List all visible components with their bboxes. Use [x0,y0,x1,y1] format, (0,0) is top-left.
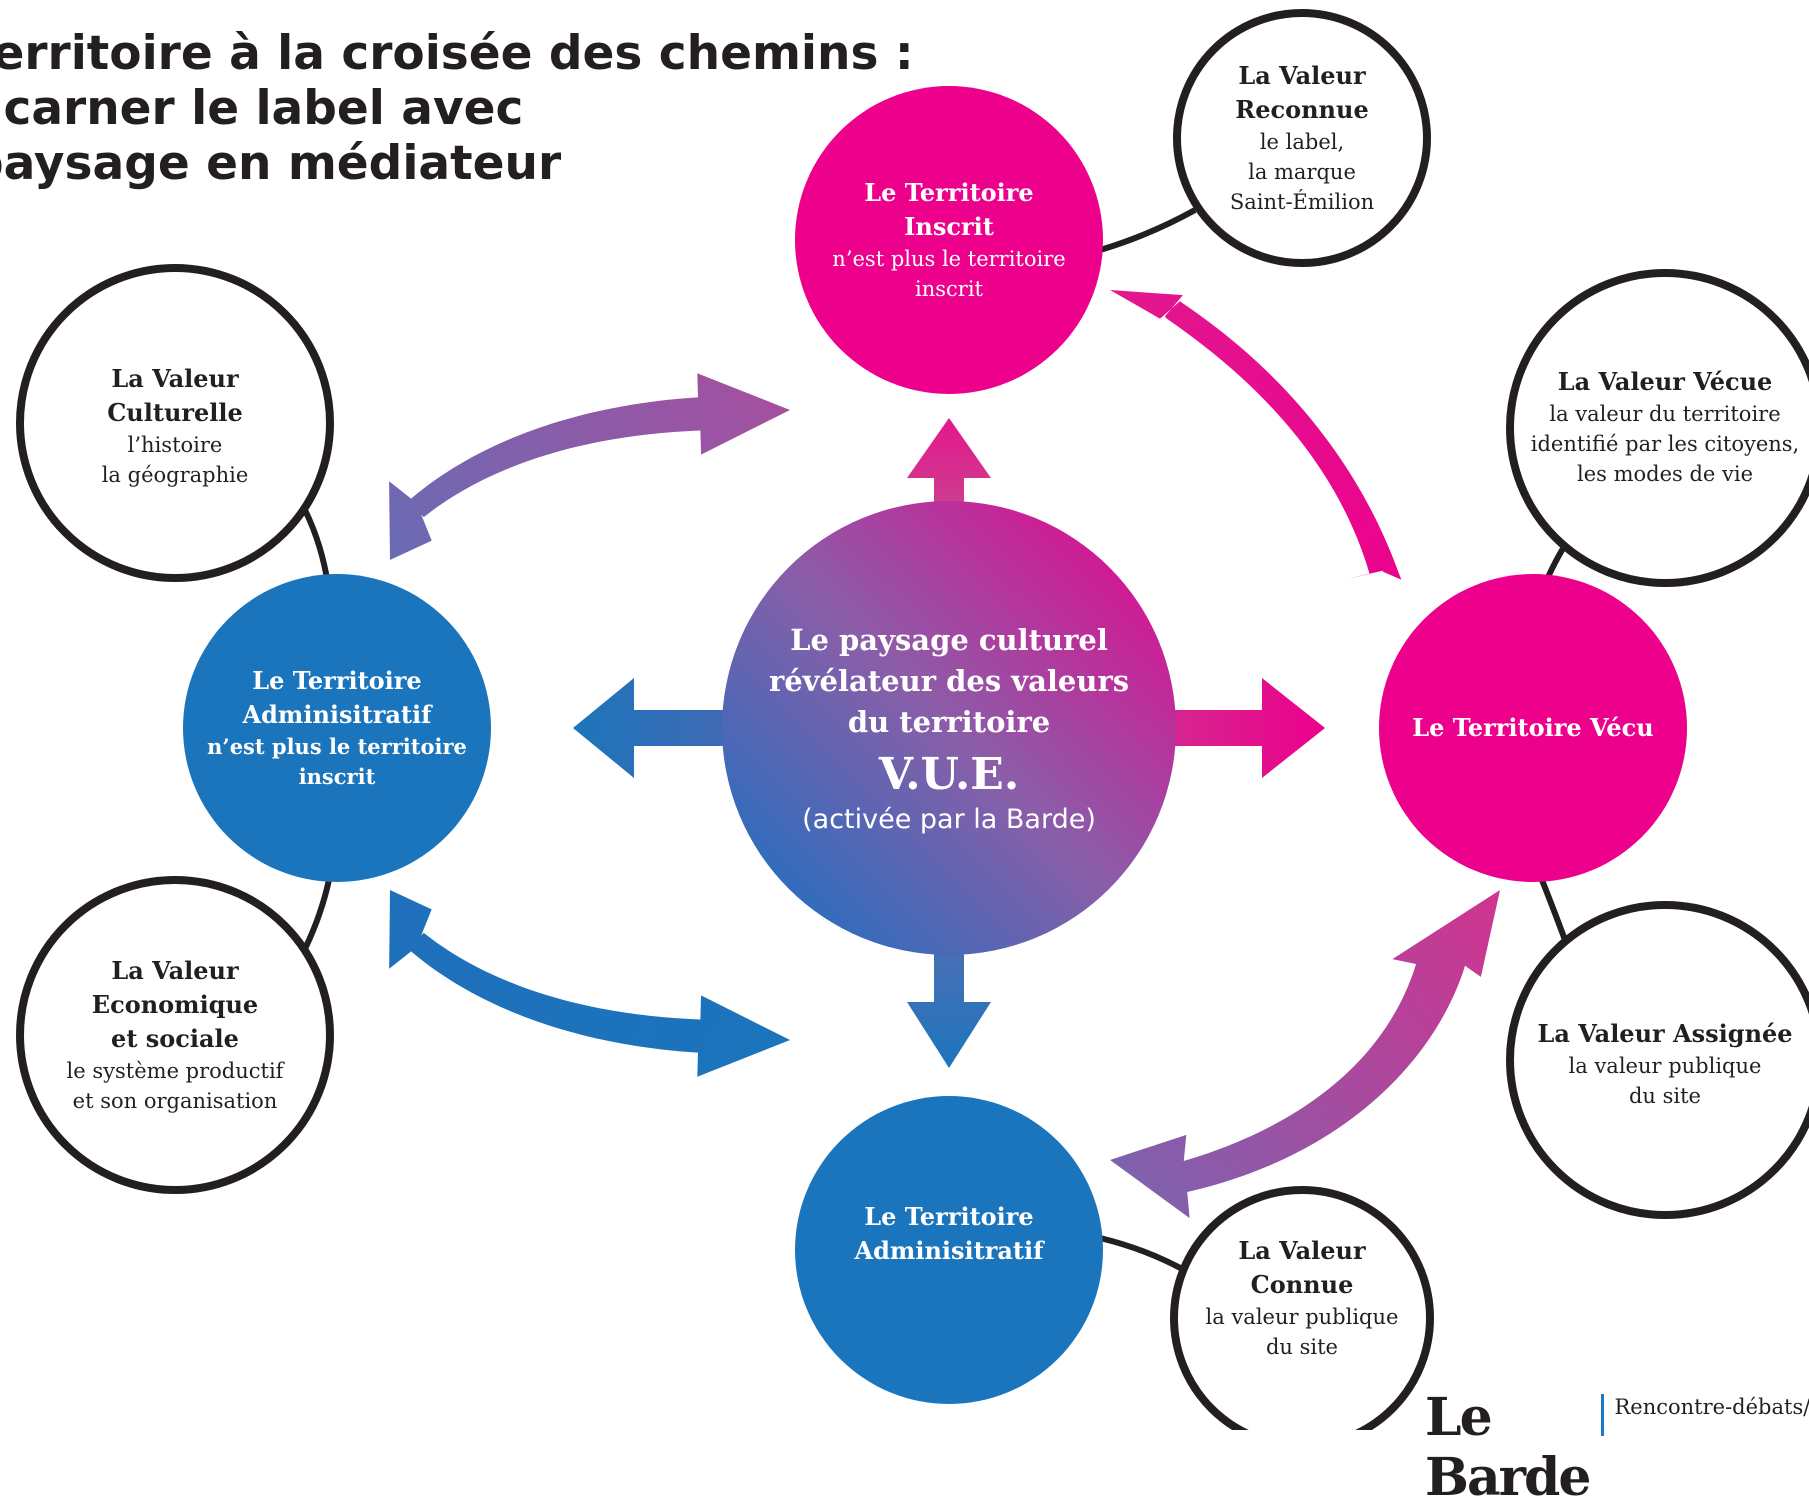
connector-reconnue [1099,207,1197,253]
arrow-right [1170,678,1325,778]
node-territoire-inscrit: Le Territoire Inscrit n’est plus le terr… [795,86,1103,394]
node-valeur-vecue: La Valeur Vécue la valeur du territoire … [1500,273,1809,583]
economique-title-1: La Valeur [111,956,239,985]
circle-valeur-economique [16,876,334,1194]
diagram-canvas [16,9,1809,1430]
le-barde-logo: Le Barde [1425,1387,1591,1508]
circle-center [722,501,1176,955]
reconnue-desc-1: le label, [1259,130,1345,154]
footer-divider [1601,1394,1605,1436]
connue-title-1: La Valeur [1238,1236,1366,1265]
title-line-1: territoire à la croisée des chemins : [0,26,914,81]
inscrit-desc-1: n’est plus le territoire [832,247,1066,271]
circle-inscrit [795,86,1103,394]
center-line-2: révélateur des valeurs [768,663,1130,698]
economique-title-3: et sociale [111,1024,239,1053]
circle-vecu [1379,574,1687,882]
center-line-1: Le paysage culturel [790,622,1108,657]
connue-desc-2: du site [1265,1335,1338,1359]
admin-bottom-title-1: Le Territoire [864,1202,1034,1231]
node-valeur-culturelle: La Valeur Culturelle l’histoire la géogr… [20,268,330,578]
center-node: Le paysage culturel révélateur des valeu… [722,501,1176,955]
center-acronym: V.U.E. [878,748,1020,800]
node-territoire-administratif-bottom: Le Territoire Adminisitratif [795,1096,1103,1404]
double-arrow-top-right [1110,290,1402,580]
reconnue-desc-3: Saint-Émilion [1229,190,1375,214]
inscrit-desc-2: inscrit [915,277,983,301]
footer: Le Barde Rencontre-débats/ [1425,1388,1809,1508]
circle-administratif-bottom [795,1096,1103,1404]
economique-title-2: Economique [91,990,259,1019]
reconnue-desc-2: la marque [1248,160,1356,184]
economique-desc-1: le système productif [66,1059,284,1083]
connue-desc-1: la valeur publique [1205,1305,1399,1329]
reconnue-title-1: La Valeur [1238,61,1366,90]
double-arrow-bottom-right [1110,890,1500,1219]
center-note: (activée par la Barde) [802,803,1096,835]
arrow-down [907,950,991,1068]
node-territoire-vecu: Le Territoire Vécu [1379,574,1687,882]
vecue-desc-3: les modes de vie [1576,462,1754,486]
culturelle-desc-2: la géographie [101,463,249,487]
vecue-desc-1: la valeur du territoire [1549,402,1781,426]
assignee-title: La Valeur Assignée [1537,1019,1793,1048]
economique-desc-2: et son organisation [72,1089,278,1113]
admin-bottom-title-2: Adminisitratif [854,1236,1044,1265]
title-line-2: ncarner le label avec [0,81,524,136]
node-territoire-administratif-left: Le Territoire Adminisitratif n’est plus … [183,574,491,882]
center-line-3: du territoire [847,704,1051,739]
circle-valeur-connue [1170,1186,1434,1430]
circle-valeur-assignee [1506,901,1809,1219]
inscrit-title-2: Inscrit [904,212,994,241]
title-line-3: paysage en médiateur [0,136,562,191]
assignee-desc-2: du site [1628,1084,1701,1108]
vecue-desc-2: identifié par les citoyens, [1530,432,1800,456]
admin-left-title-2: Adminisitratif [242,700,432,729]
vecu-title: Le Territoire Vécu [1412,713,1654,742]
arrow-up [907,418,991,524]
reconnue-title-2: Reconnue [1235,95,1369,124]
culturelle-title-1: La Valeur [111,364,239,393]
circle-valeur-culturelle [16,264,334,582]
arrow-left [573,678,725,778]
diagram-title: territoire à la croisée des chemins : nc… [0,26,914,191]
admin-left-desc-2: inscrit [298,764,376,789]
footer-tagline: Rencontre-débats/ [1614,1395,1809,1419]
node-valeur-connue: La Valeur Connue la valeur publique du s… [1174,1190,1430,1446]
circle-administratif-left [183,574,491,882]
double-arrow-bottom-left [389,890,790,1077]
circle-valeur-vecue [1506,269,1809,587]
node-valeur-economique: La Valeur Economique et sociale le systè… [20,880,330,1190]
connue-title-2: Connue [1250,1270,1354,1299]
node-valeur-assignee: La Valeur Assignée la valeur publique du… [1500,905,1809,1215]
culturelle-title-2: Culturelle [107,398,243,427]
circle-valeur-reconnue [1173,9,1431,267]
assignee-desc-1: la valeur publique [1568,1054,1762,1078]
admin-left-title-1: Le Territoire [252,666,422,695]
admin-left-desc-1: n’est plus le territoire [207,734,467,759]
double-arrow-top-left [389,373,790,560]
culturelle-desc-1: l’histoire [127,433,223,457]
node-valeur-reconnue: La Valeur Reconnue le label, la marque S… [1177,13,1427,263]
vecue-title: La Valeur Vécue [1557,367,1773,396]
inscrit-title-1: Le Territoire [864,178,1034,207]
